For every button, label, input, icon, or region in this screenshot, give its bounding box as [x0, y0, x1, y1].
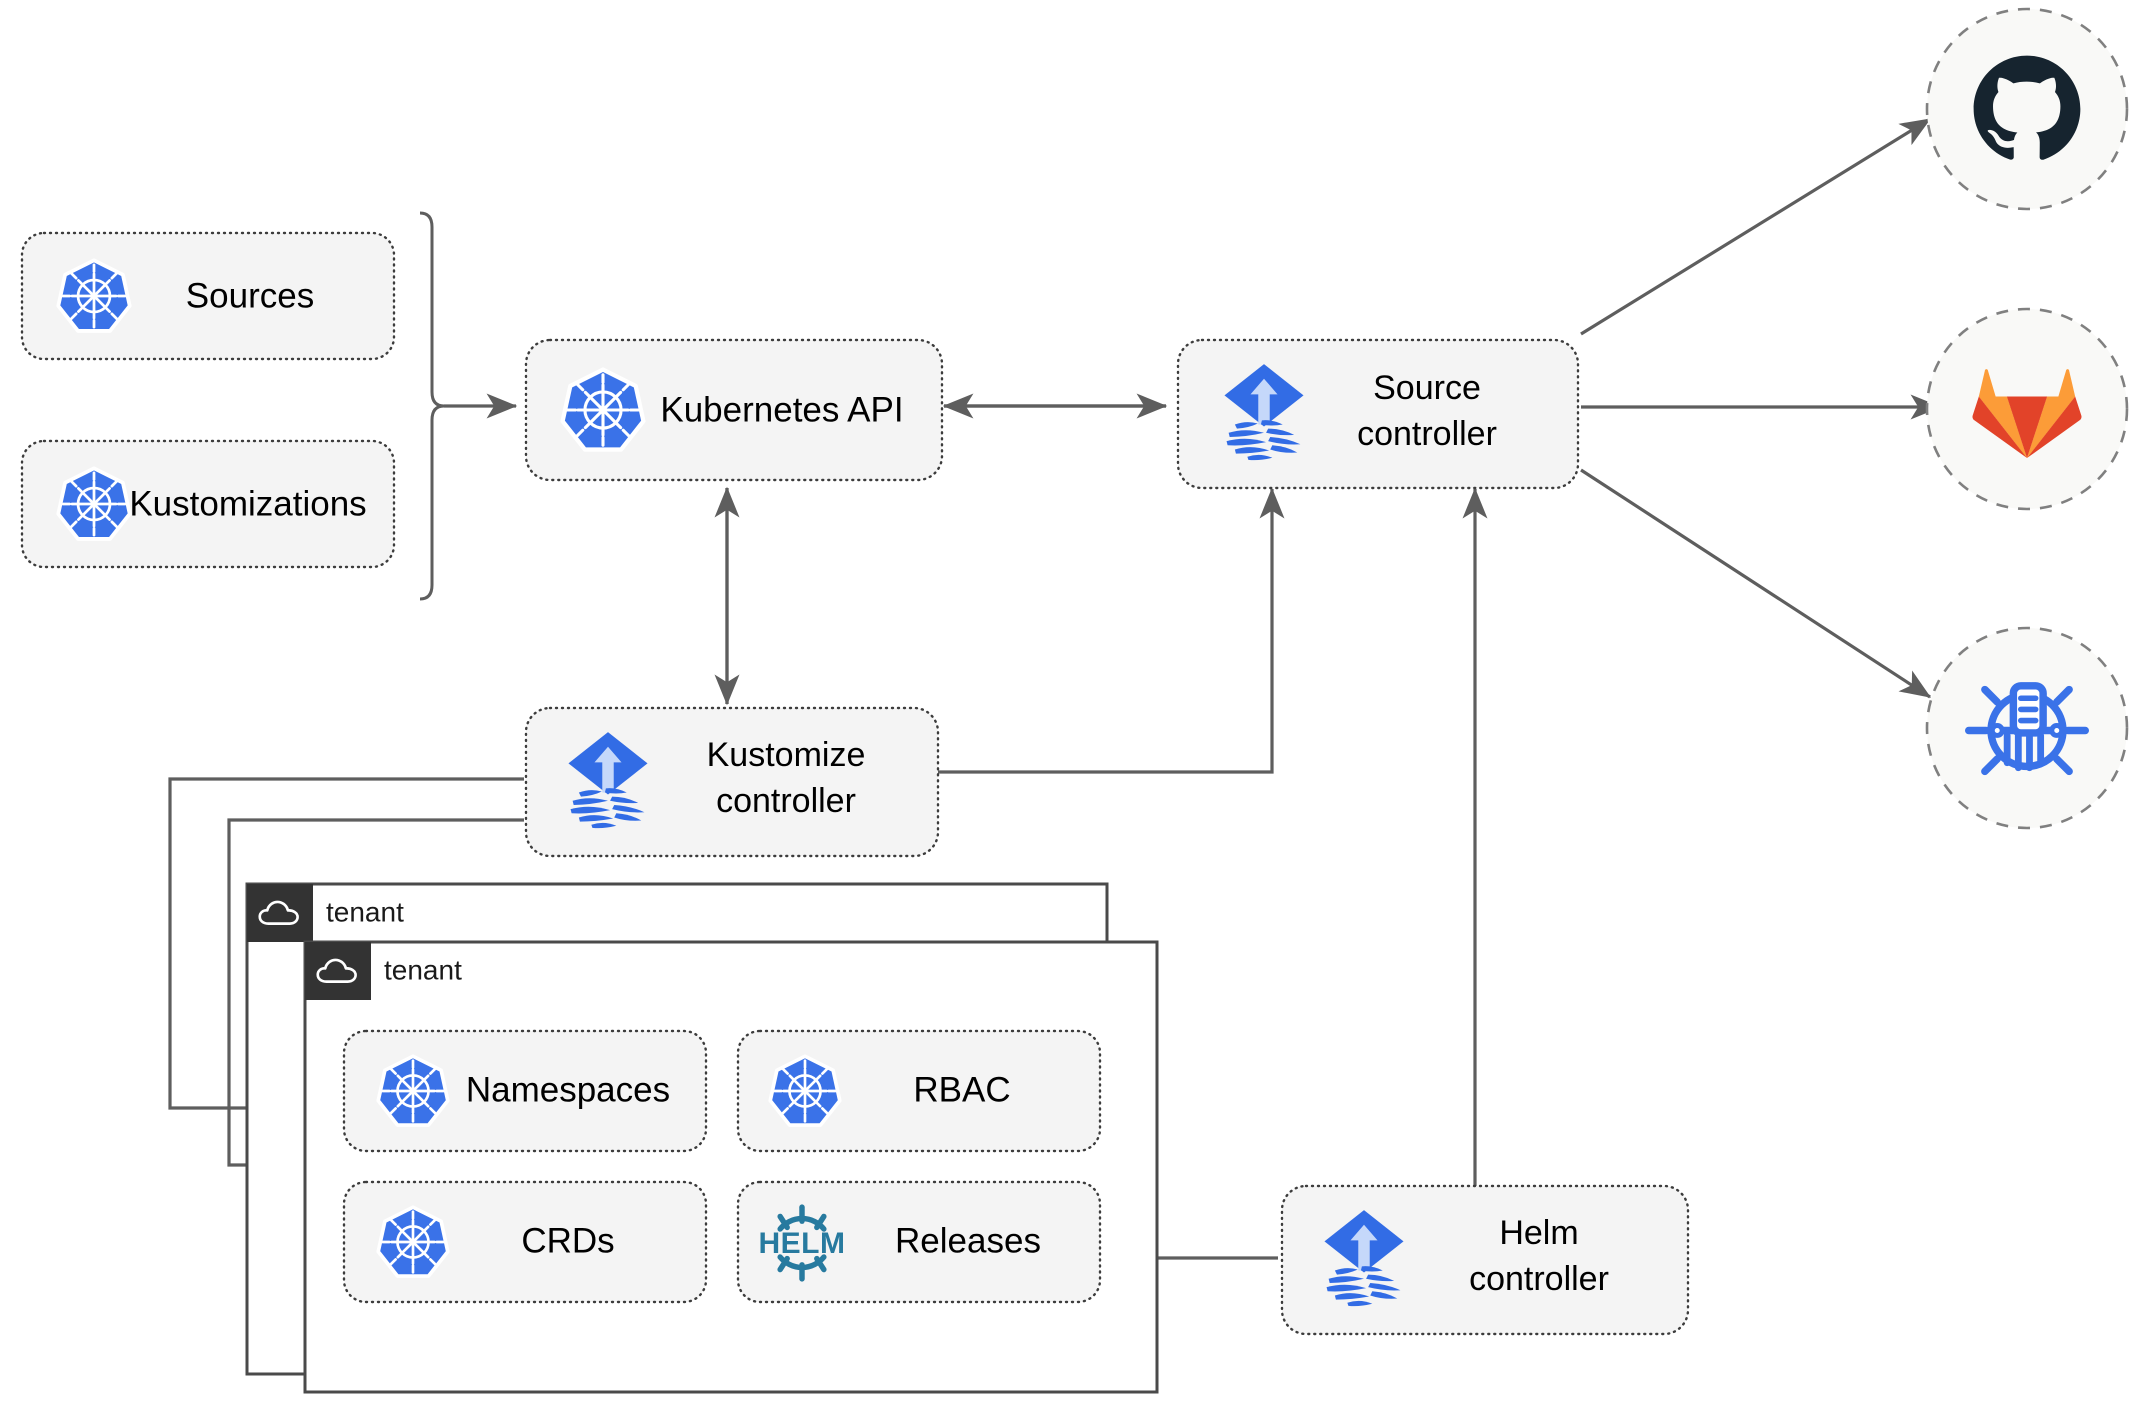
edges-layer — [168, 117, 1942, 1271]
node-kustomizations[interactable]: Kustomizations — [20, 439, 396, 569]
node-source-controller[interactable]: Source controller — [1176, 338, 1580, 490]
kustomize-controller-label-1: Kustomize — [707, 736, 866, 774]
helm-controller-label-2: controller — [1469, 1260, 1609, 1298]
edge-kustomize-controller-to-source-controller — [938, 487, 1285, 774]
source-controller-label-2: controller — [1357, 415, 1497, 453]
node-github[interactable] — [1925, 7, 2129, 211]
tenant-outer-label: tenant — [326, 896, 404, 927]
node-kustomize-controller[interactable]: Kustomize controller — [524, 706, 940, 858]
kubernetes-api-box — [524, 338, 944, 482]
kubernetes-icon — [56, 466, 132, 541]
kubernetes-icon — [376, 1205, 450, 1278]
node-helm-controller[interactable]: Helm controller — [1280, 1184, 1690, 1336]
node-rbac[interactable]: RBAC — [736, 1029, 1102, 1153]
kustomizations-label: Kustomizations — [129, 484, 366, 523]
namespaces-box — [342, 1029, 708, 1153]
crds-label: CRDs — [521, 1221, 614, 1260]
tenant-inner[interactable]: tenant — [303, 940, 1159, 1394]
rbac-box — [736, 1029, 1102, 1153]
namespaces-label: Namespaces — [466, 1070, 670, 1109]
edge-source-controller-to-github — [1580, 117, 1932, 336]
kubernetes-icon — [56, 258, 132, 333]
tenant-outer-tab — [247, 884, 313, 942]
github-zone — [1925, 7, 2129, 211]
kubernetes-icon — [768, 1054, 842, 1127]
node-sources[interactable]: Sources — [20, 231, 396, 361]
source-controller-label-1: Source — [1373, 369, 1481, 407]
tenant-inner-body — [303, 940, 1159, 1394]
kubernetes-icon — [376, 1054, 450, 1127]
resources-bracket — [419, 211, 445, 601]
tenant-inner-label: tenant — [384, 954, 462, 985]
sources-label: Sources — [186, 276, 314, 315]
rbac-label: RBAC — [913, 1070, 1010, 1109]
node-kubernetes-api[interactable]: Kubernetes API — [524, 338, 944, 482]
node-namespaces[interactable]: Namespaces — [342, 1029, 708, 1153]
node-crds[interactable]: CRDs — [342, 1180, 708, 1304]
node-helm-repository[interactable] — [1925, 626, 2129, 830]
node-gitlab[interactable] — [1925, 307, 2129, 511]
kubernetes-icon — [563, 370, 644, 450]
helm-controller-label-1: Helm — [1499, 1214, 1578, 1252]
kubernetes-api-label: Kubernetes API — [660, 390, 903, 429]
releases-label: Releases — [895, 1221, 1041, 1260]
edge-kustomize-controller-to-tenant-outer — [168, 777, 524, 1121]
edge-source-controller-to-helm-repository — [1580, 468, 1932, 699]
crds-box — [342, 1180, 708, 1304]
tenant-inner-tab — [305, 942, 371, 1000]
releases-box — [736, 1180, 1102, 1304]
kustomize-controller-label-2: controller — [716, 782, 856, 820]
helm-wordmark: HELM — [759, 1227, 846, 1260]
node-releases[interactable]: HELM Releases — [736, 1180, 1102, 1304]
